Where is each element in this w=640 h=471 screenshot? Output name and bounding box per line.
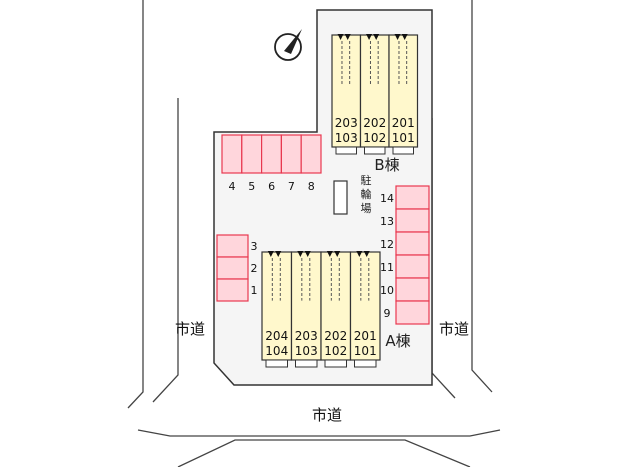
parking-space [241,134,263,174]
parking-number: 5 [248,180,255,193]
room-number-lower: 102 [363,131,386,145]
room-number-lower: 101 [392,131,415,145]
north-arrow-icon [274,29,302,61]
room-number-upper: 203 [295,329,318,343]
room-number-lower: 102 [324,344,347,358]
balcony [392,146,414,155]
entrance-marker-icon [373,34,380,40]
parking-number: 1 [251,284,258,297]
parking-number: 4 [229,180,236,193]
balcony [295,359,318,368]
entrance-marker-icon [275,251,282,257]
parking-space [395,231,430,256]
road-label-left: 市道 [175,320,205,338]
room-number-upper: 202 [363,116,386,130]
parking-number: 13 [380,215,394,228]
parking-number: 11 [380,261,394,274]
entrance-marker-icon [356,251,363,257]
left-road-outer-edge [127,0,144,409]
entrance-marker-icon [401,34,408,40]
parking-number: 2 [251,262,258,275]
parking-number: 12 [380,238,394,251]
parking-number: 10 [380,284,394,297]
entrance-marker-icon [337,34,344,40]
entrance-marker-icon [344,34,351,40]
right-road-inner-edge [431,118,456,399]
room-number-lower: 103 [335,131,358,145]
parking-space [261,134,283,174]
bicycle-parking-area [333,180,348,215]
balcony [324,359,347,368]
right-road-outer-edge [471,0,493,393]
entrance-marker-icon [334,251,341,257]
parking-number: 3 [251,240,258,253]
entrance-marker-icon [267,251,274,257]
balcony [265,359,288,368]
entrance-marker-icon [366,34,373,40]
parking-left: 3 2 1 [216,234,258,302]
parking-number: 7 [288,180,295,193]
unit-block [261,251,293,361]
parking-right: 14 13 12 11 10 9 [380,185,430,325]
room-number-lower: 103 [295,344,318,358]
unit-block [388,34,419,148]
entrance-marker-icon [326,251,333,257]
parking-space [216,256,249,280]
room-number-upper: 201 [392,116,415,130]
parking-number: 9 [384,307,391,320]
parking-space [395,185,430,210]
balcony [354,359,377,368]
entrance-marker-icon [363,251,370,257]
room-number-upper: 201 [354,329,377,343]
left-road-inner-edge [152,98,179,403]
unit-block [331,34,362,148]
balcony [364,146,386,155]
parking-number: 8 [308,180,315,193]
road-label-right: 市道 [439,320,469,338]
road-label-bottom: 市道 [312,406,342,424]
room-number-upper: 202 [324,329,347,343]
room-number-upper: 203 [335,116,358,130]
entrance-marker-icon [394,34,401,40]
room-number-lower: 104 [265,344,288,358]
room-number-upper: 204 [265,329,288,343]
building-a-label: A棟 [385,332,410,350]
parking-number: 6 [268,180,275,193]
bottom-road-lower-edge [177,439,471,468]
parking-space [395,254,430,279]
bicycle-parking-label: 駐輪場 [361,173,372,215]
bottom-road-outer-edge [137,429,501,437]
entrance-marker-icon [297,251,304,257]
parking-space [221,134,243,174]
parking-space [395,300,430,325]
parking-space [216,234,249,258]
parking-number: 14 [380,192,394,205]
parking-space [280,134,302,174]
balcony [335,146,357,155]
parking-space [395,277,430,302]
parking-space [395,208,430,233]
building-b-label: B棟 [374,156,399,174]
room-number-lower: 101 [354,344,377,358]
parking-space [300,134,322,174]
parking-space [216,278,249,302]
entrance-marker-icon [304,251,311,257]
